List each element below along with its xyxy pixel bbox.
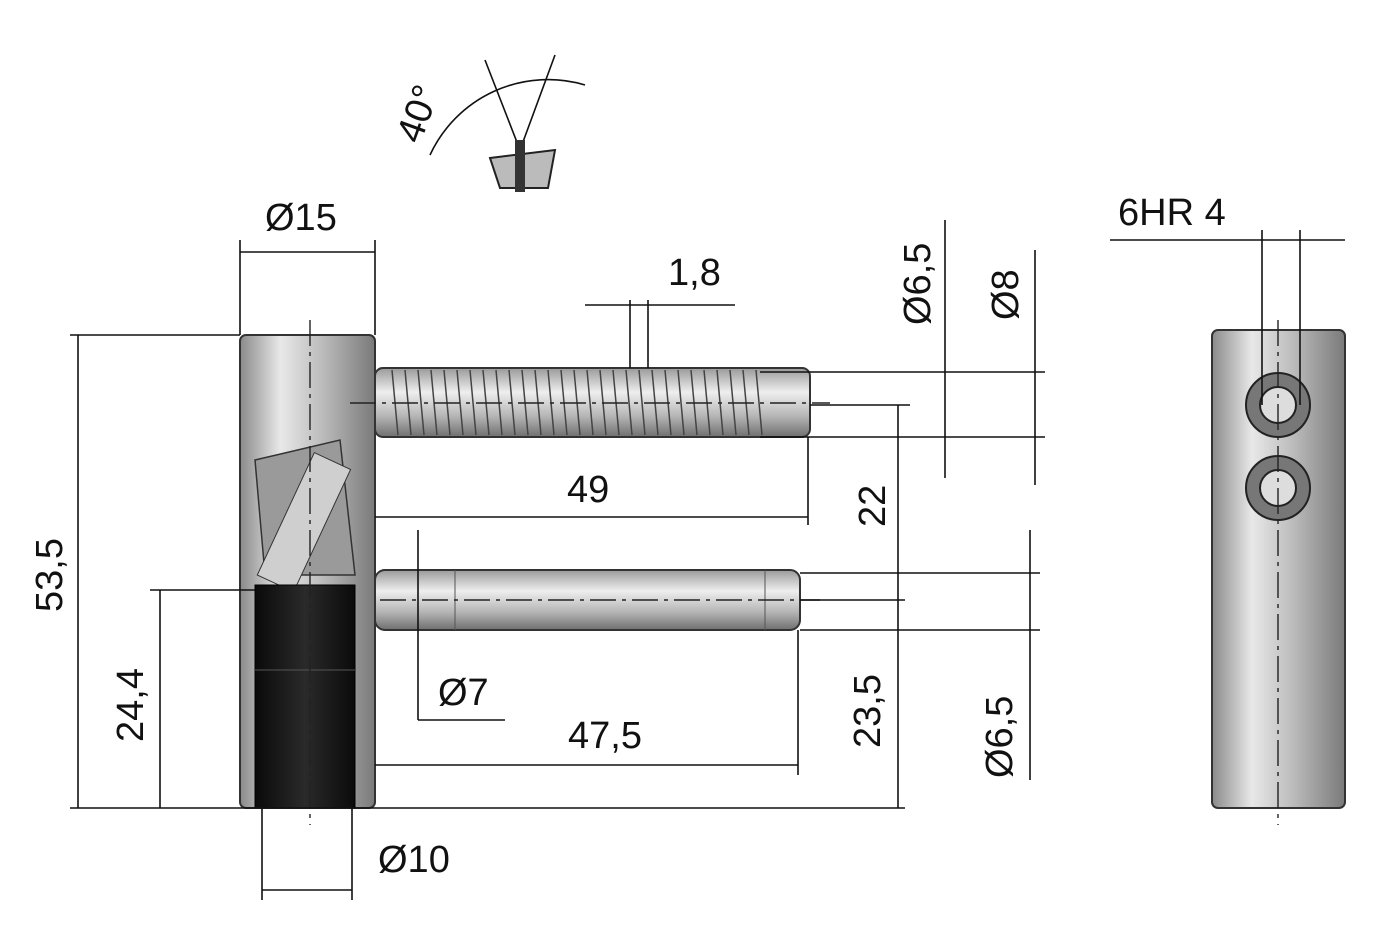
dim-thread-outer-diameter: Ø8 bbox=[985, 269, 1027, 320]
pin bbox=[374, 569, 820, 631]
dim-pin-height: 24,4 bbox=[110, 668, 152, 742]
dim-overall-height: 53,5 bbox=[29, 538, 71, 612]
thread-line bbox=[625, 369, 633, 436]
black-sleeve bbox=[254, 584, 356, 809]
thread-line bbox=[638, 369, 646, 436]
dim-axis-distance: 22 bbox=[852, 485, 894, 527]
thread-line bbox=[586, 369, 594, 436]
dim-collar-diameter: Ø7 bbox=[438, 672, 489, 714]
side-view bbox=[1211, 320, 1346, 825]
dim-body-diameter: Ø15 bbox=[265, 197, 337, 239]
thread-line bbox=[469, 369, 477, 436]
dim-screw-length: 49 bbox=[567, 469, 609, 511]
dim-sleeve-diameter: Ø10 bbox=[378, 839, 450, 881]
thread-line bbox=[677, 369, 685, 436]
dim-hex-socket: 6HR 4 bbox=[1118, 192, 1226, 234]
dim-pin-diameter: Ø6,5 bbox=[979, 696, 1021, 778]
threaded-screw bbox=[350, 367, 830, 438]
dim-pin-axis-height: 23,5 bbox=[847, 674, 889, 748]
hinge-body bbox=[239, 320, 376, 825]
thread-line bbox=[417, 369, 425, 436]
dim-thread-pitch: 1,8 bbox=[668, 252, 721, 294]
thread-line bbox=[755, 369, 763, 436]
dim-thread-core-diameter: Ø6,5 bbox=[897, 243, 939, 325]
dimension-lines bbox=[70, 220, 1345, 900]
angle-detail: 40° bbox=[389, 54, 586, 192]
dim-pin-length: 47,5 bbox=[568, 715, 642, 757]
